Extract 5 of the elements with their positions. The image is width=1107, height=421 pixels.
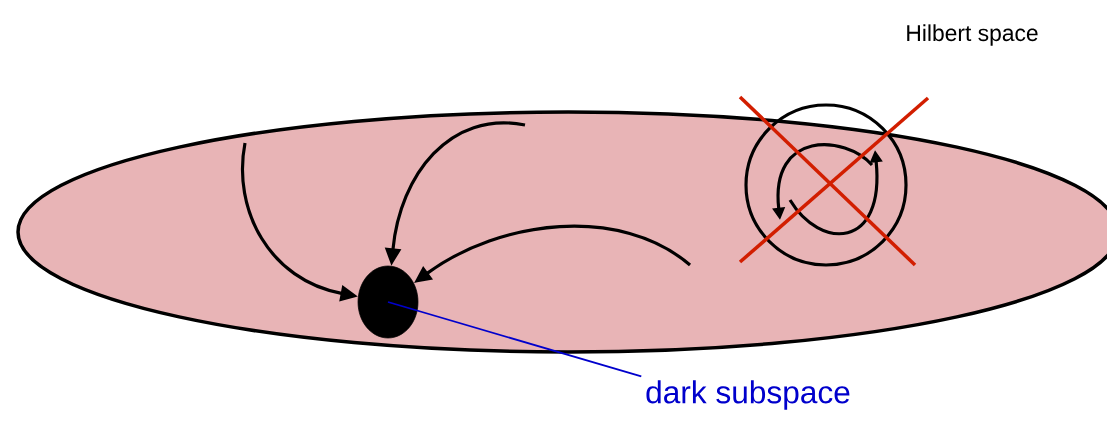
leader-line (387, 301, 643, 378)
dot (357, 265, 419, 339)
leader-label: dark subspace (646, 380, 850, 410)
node-label: Hilbert space (907, 24, 1038, 46)
ellipse-region: Hilbert space (16, 24, 1107, 354)
